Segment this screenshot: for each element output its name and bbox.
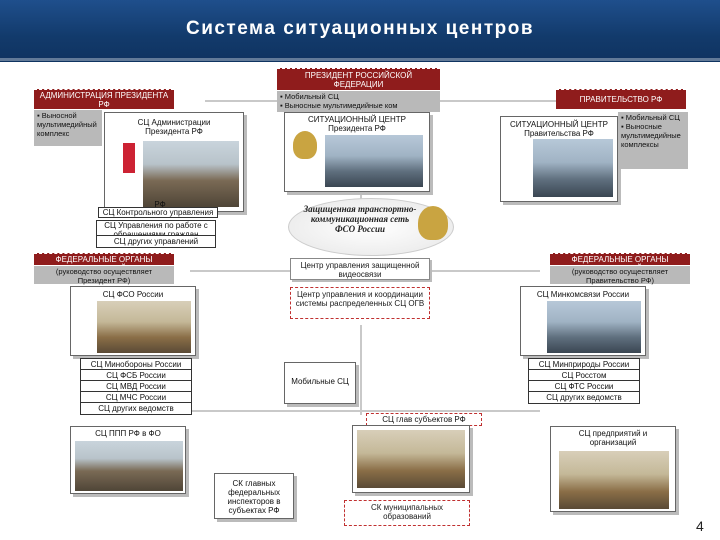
mobile-sc-label: Мобильные СЦ <box>291 377 349 386</box>
fed-left-top-label: СЦ ФСО России <box>102 290 164 299</box>
fed-right-photo <box>547 301 641 353</box>
fed-left-band: ФЕДЕРАЛЬНЫЕ ОРГАНЫ ИСПОЛНИТЕЛЬНОЙ ВЛАСТИ <box>34 253 174 273</box>
fed-right-sub: (руководство осуществляет Правительство … <box>550 266 690 285</box>
flag-icon <box>123 143 135 173</box>
admin-center-card[interactable]: СЦ Администрации Президента РФ <box>104 112 244 212</box>
subjects-photo <box>357 430 465 488</box>
page-number: 4 <box>696 518 704 534</box>
connector-regional <box>190 410 540 412</box>
fed-right-label-3[interactable]: СЦ других ведомств <box>528 391 640 404</box>
government-center-photo <box>533 139 613 197</box>
fed-left-card[interactable]: СЦ ФСО России <box>70 286 196 356</box>
government-band: ПРАВИТЕЛЬСТВО РФ <box>556 89 686 109</box>
network-label: Защищенная транспортно-коммуникационная … <box>303 204 417 234</box>
admin-center-photo <box>143 141 239 207</box>
inspectors-card[interactable]: СК главных федеральных инспекторов в суб… <box>214 473 294 519</box>
government-item-mobile: ▪ Мобильный СЦ <box>618 112 688 122</box>
president-center-label: СИТУАЦИОННЫЙ ЦЕНТР Президента РФ <box>307 115 407 133</box>
ppp-card[interactable]: СЦ ППП РФ в ФО <box>70 426 186 494</box>
admin-center-label: СЦ Администрации Президента РФ <box>137 118 211 136</box>
fso-emblem-icon <box>418 206 448 240</box>
president-item-remote: ▪ Выносные мультимедийные ком <box>277 100 440 112</box>
admin-sub-rf: РФ <box>154 200 166 209</box>
admin-sub-other[interactable]: СЦ других управлений <box>96 235 216 248</box>
video-center-box[interactable]: Центр управления защищенной видеосвязи <box>290 258 430 280</box>
fed-right-card[interactable]: СЦ Минкомсвязи России <box>520 286 646 356</box>
fed-right-band: ФЕДЕРАЛЬНЫЕ ОРГАНЫ ИСПОЛНИТЕЛЬНОЙ ВЛАСТИ <box>550 253 690 273</box>
coordination-box[interactable]: Центр управления и координации системы р… <box>290 287 430 319</box>
admin-side-item: ▪ Выносной мультимедийный комплекс <box>34 110 102 146</box>
enterprises-card[interactable]: СЦ предприятий и организаций <box>550 426 676 512</box>
mobile-sc-card[interactable]: Мобильные СЦ <box>284 362 356 404</box>
president-band: ПРЕЗИДЕНТ РОССИЙСКОЙ ФЕДЕРАЦИИ <box>277 68 440 90</box>
enterprises-photo <box>559 451 669 509</box>
emblem-icon <box>293 131 317 159</box>
fed-left-label-4[interactable]: СЦ других ведомств <box>80 402 192 415</box>
connector-gov <box>400 100 560 102</box>
president-center-photo <box>325 135 423 187</box>
connector-fed-left <box>190 270 295 272</box>
header-bar <box>0 0 720 62</box>
connector-bottom <box>360 325 362 415</box>
subjects-card[interactable] <box>352 425 470 493</box>
connector-fed-right <box>430 270 540 272</box>
enterprises-label: СЦ предприятий и организаций <box>578 429 648 447</box>
fed-left-sub: (руководство осуществляет Президент РФ) <box>34 266 174 285</box>
inspectors-label: СК главных федеральных инспекторов в суб… <box>227 479 281 515</box>
ppp-label: СЦ ППП РФ в ФО <box>95 429 161 438</box>
header-divider <box>0 58 720 61</box>
fed-right-top-label: СЦ Минкомсвязи России <box>536 290 630 299</box>
president-item-mobile: ▪ Мобильный СЦ <box>277 91 440 101</box>
fed-left-photo <box>97 301 191 353</box>
president-center-card[interactable]: СИТУАЦИОННЫЙ ЦЕНТР Президента РФ <box>284 112 430 192</box>
government-center-card[interactable]: СИТУАЦИОННЫЙ ЦЕНТР Правительства РФ <box>500 116 618 202</box>
admin-sub-control[interactable]: СЦ Контрольного управления <box>98 207 218 218</box>
municipal-box[interactable]: СК муниципальных образований <box>344 500 470 526</box>
page-title: Система ситуационных центров <box>185 18 535 39</box>
government-item-remote: ▪ Выносные мультимедийные комплексы <box>618 121 688 169</box>
ppp-photo <box>75 441 183 491</box>
government-center-label: СИТУАЦИОННЫЙ ЦЕНТР Правительства РФ <box>509 120 609 138</box>
admin-band: АДМИНИСТРАЦИЯ ПРЕЗИДЕНТА РФ <box>34 89 174 109</box>
